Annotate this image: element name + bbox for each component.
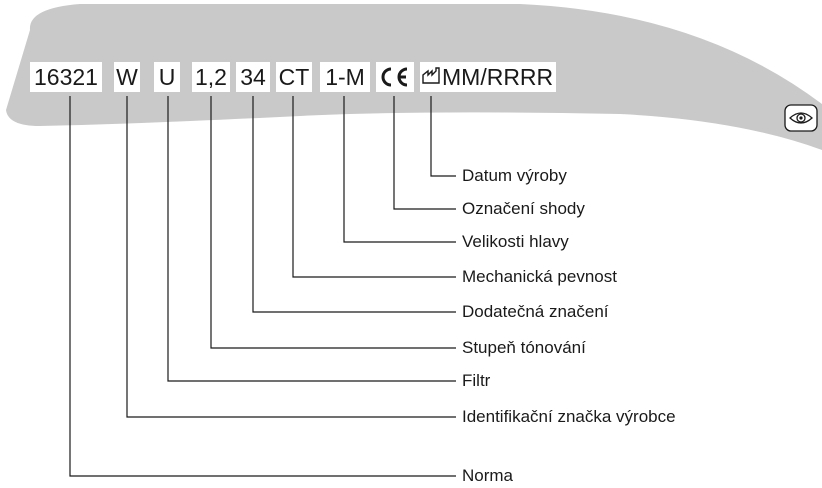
leader-norm [69,96,456,477]
marking-mechanical: CT [276,62,312,92]
leader-manufacturer [126,96,456,418]
label-head: Velikosti hlavy [462,232,569,251]
marking-ce [376,62,414,92]
label-manufacturer: Identifikační značka výrobce [462,407,676,426]
label-mechanical: Mechanická pevnost [462,267,617,286]
marking-manufacturer: W [114,62,140,92]
leader-mechanical [292,96,456,278]
label-norm: Norma [462,466,514,485]
date-format: MM/RRRR [442,64,554,90]
leader-shade [210,96,456,349]
factory-icon [422,67,440,84]
leader-ce [393,96,456,210]
leader-additional [252,96,456,313]
marking-norm: 16321 [30,62,102,92]
marking-additional: 34 [236,62,270,92]
leader-date [430,96,456,177]
eye-icon [784,104,818,132]
leader-filter [167,96,456,382]
leader-head [343,96,456,243]
label-date: Datum výroby [462,166,567,185]
leader-lines [69,96,456,477]
label-ce: Označení shody [462,199,585,218]
marking-filter: U [154,62,180,92]
lens-band [6,4,822,150]
label-filter: Filtr [462,371,491,390]
marking-head: 1-M [320,62,370,92]
ce-mark [381,67,408,87]
label-shade: Stupeň tónování [462,338,586,357]
marking-date: MM/RRRR [420,62,556,92]
marking-shade: 1,2 [192,62,230,92]
label-additional: Dodatečná značení [462,302,609,321]
